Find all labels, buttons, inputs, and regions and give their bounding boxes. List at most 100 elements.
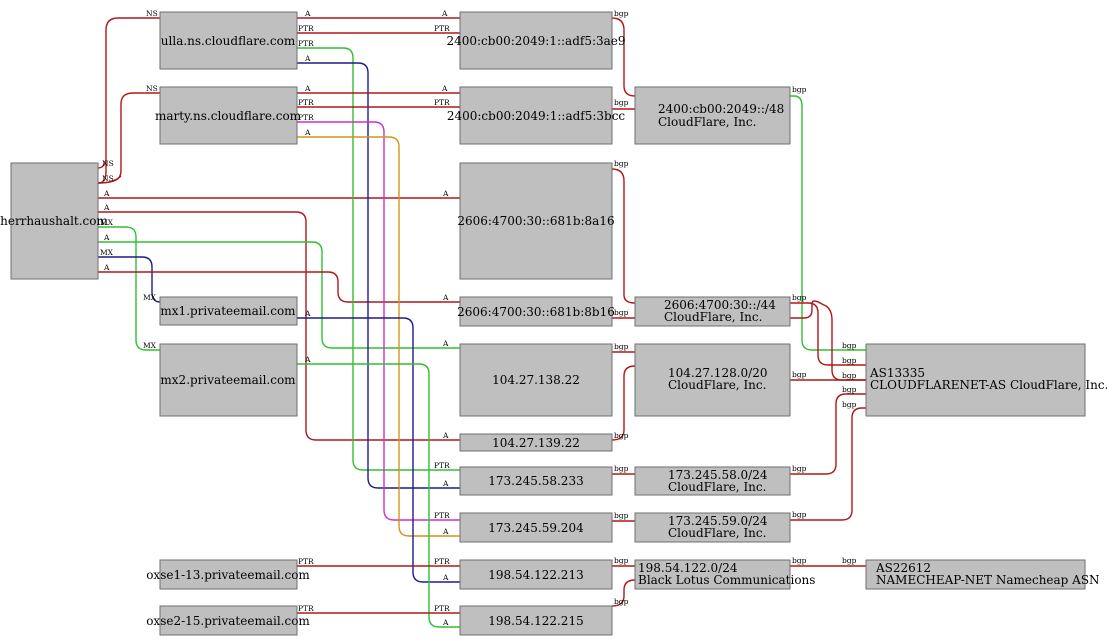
edge-label: bgp: [614, 9, 629, 18]
edge-mx2-a-215: [297, 363, 460, 628]
edge-ns-ulla-back: [97, 159, 107, 169]
edge-label: NS: [146, 84, 158, 93]
edge-label: A: [103, 263, 110, 272]
node-ip-8a16[interactable]: 2606:4700:30::681b:8a16: [457, 162, 615, 280]
nodes: herrhaushalt.com ulla.ns.cloudflare.com …: [0, 11, 1107, 636]
node-ip-8b16[interactable]: 2606:4700:30::681b:8b16: [457, 296, 615, 327]
node-oxse2[interactable]: oxse2-15.privateemail.com: [146, 605, 310, 636]
edge-label: MX: [143, 293, 157, 302]
node-ip-215[interactable]: 198.54.122.215: [459, 605, 613, 636]
edge-label: bgp: [842, 341, 857, 350]
edge-label: bgp: [792, 510, 807, 519]
edge-bgp-ae9-2400: [611, 17, 636, 97]
edge-ulla-ptr-58: [297, 47, 460, 471]
edge-label: NS: [102, 159, 114, 168]
edge-label: NS: [146, 9, 158, 18]
node-label: 173.245.58.233: [488, 474, 583, 488]
node-label: AS22612: [875, 561, 931, 575]
edge-label: A: [442, 618, 449, 627]
node-as22612[interactable]: AS22612 NAMECHEAP-NET Namecheap ASN: [865, 559, 1100, 590]
node-label: 173.245.59.204: [488, 521, 584, 535]
node-label: 173.245.59.0/24: [668, 514, 768, 528]
node-oxse1[interactable]: oxse1-13.privateemail.com: [146, 559, 310, 590]
node-label: marty.ns.cloudflare.com: [155, 109, 302, 123]
node-label: CloudFlare, Inc.: [664, 310, 762, 324]
edge-bgp-59pfx-as13335: [790, 407, 866, 521]
edge-label: bgp: [792, 370, 807, 379]
edge-ns-ulla: [97, 17, 160, 184]
edge-label: bgp: [614, 98, 629, 107]
node-label: oxse1-13.privateemail.com: [146, 568, 310, 582]
node-prefix-104[interactable]: 104.27.128.0/20 CloudFlare, Inc.: [634, 343, 791, 417]
edge-label: bgp: [614, 308, 629, 317]
edge-label: bgp: [792, 85, 807, 94]
node-label: 104.27.128.0/20: [668, 366, 767, 380]
edge-label: A: [442, 339, 449, 348]
node-mx2[interactable]: mx2.privateemail.com: [159, 343, 298, 417]
edge-a-8b16: [98, 271, 460, 303]
node-label: mx1.privateemail.com: [160, 304, 296, 318]
edge-label: bgp: [614, 431, 629, 440]
node-label: 2400:cb00:2049::/48: [658, 102, 784, 116]
edges: [97, 17, 866, 628]
node-label: ulla.ns.cloudflare.com: [161, 34, 296, 48]
node-label: AS13335: [869, 366, 925, 380]
edge-label: bgp: [614, 342, 629, 351]
edge-marty-ptr-59: [297, 121, 460, 521]
node-label: CloudFlare, Inc.: [668, 378, 766, 392]
edge-mx-mx2: [98, 226, 160, 351]
node-label: 2400:cb00:2049:1::adf5:3ae9: [446, 34, 625, 48]
node-ip-ae9[interactable]: 2400:cb00:2049:1::adf5:3ae9: [446, 11, 626, 70]
edge-label: A: [441, 84, 448, 93]
node-ip-139[interactable]: 104.27.139.22: [459, 433, 613, 452]
node-as13335[interactable]: AS13335 CLOUDFLARENET-AS CloudFlare, Inc…: [865, 343, 1107, 417]
node-prefix-2606[interactable]: 2606:4700:30::/44 CloudFlare, Inc.: [634, 296, 791, 327]
node-prefix-173-59[interactable]: 173.245.59.0/24 CloudFlare, Inc.: [634, 512, 791, 543]
edge-label: PTR: [298, 604, 314, 613]
node-label: 2400:cb00:2049:1::adf5:3bcc: [447, 109, 626, 123]
node-ip-138[interactable]: 104.27.138.22: [459, 343, 613, 417]
edge-bgp-2400-as13335: [790, 95, 866, 351]
edge-label: PTR: [298, 24, 314, 33]
node-marty-ns[interactable]: marty.ns.cloudflare.com: [155, 86, 302, 145]
edge-label: PTR: [434, 604, 450, 613]
edge-label: bgp: [614, 556, 629, 565]
edge-ulla-a-58: [297, 62, 460, 489]
node-ip-59[interactable]: 173.245.59.204: [459, 512, 613, 543]
edge-bgp-215-198: [611, 579, 636, 607]
edge-label: PTR: [298, 557, 314, 566]
node-label: 104.27.138.22: [492, 373, 580, 387]
node-label: 198.54.122.213: [488, 568, 583, 582]
edge-label: A: [304, 84, 311, 93]
node-herrhaushalt[interactable]: herrhaushalt.com: [0, 162, 108, 280]
node-prefix-173-58[interactable]: 173.245.58.0/24 CloudFlare, Inc.: [634, 466, 791, 496]
edge-label: bgp: [792, 556, 807, 565]
edge-label: PTR: [434, 24, 450, 33]
edge-label: bgp: [842, 400, 857, 409]
edge-label: PTR: [434, 557, 450, 566]
node-prefix-198[interactable]: 198.54.122.0/24 Black Lotus Communicatio…: [634, 559, 815, 590]
edge-label: bgp: [842, 356, 857, 365]
edge-label: MX: [100, 218, 114, 227]
node-ip-58[interactable]: 173.245.58.233: [459, 466, 613, 496]
edge-bgp-139-104: [611, 365, 636, 441]
edge-label: A: [304, 54, 311, 63]
node-label: 173.245.58.0/24: [668, 468, 768, 482]
edge-label: A: [304, 355, 311, 364]
node-mx1[interactable]: mx1.privateemail.com: [159, 296, 298, 326]
node-label: CloudFlare, Inc.: [668, 526, 766, 540]
edge-mx1-a-213: [297, 317, 460, 583]
edge-label: A: [442, 479, 449, 488]
edge-label: A: [103, 189, 110, 198]
node-label: 104.27.139.22: [492, 436, 580, 450]
node-ip-bcc[interactable]: 2400:cb00:2049:1::adf5:3bcc: [447, 86, 626, 145]
node-ulla-ns[interactable]: ulla.ns.cloudflare.com: [159, 11, 298, 70]
node-label: CloudFlare, Inc.: [658, 115, 756, 129]
edge-bgp-2606-as13335-b: [790, 300, 866, 381]
edge-label: bgp: [614, 597, 629, 606]
edge-label: A: [442, 573, 449, 582]
node-prefix-2400[interactable]: 2400:cb00:2049::/48 CloudFlare, Inc.: [634, 86, 791, 145]
node-ip-213[interactable]: 198.54.122.213: [459, 559, 613, 590]
edge-bgp-8a16-2606: [611, 168, 636, 304]
